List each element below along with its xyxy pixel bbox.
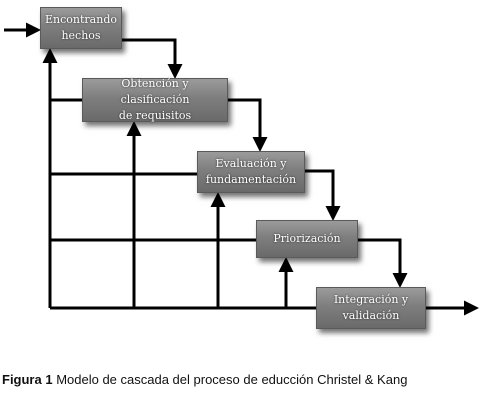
step-encontrando-hechos: Encontrando hechos: [40, 7, 122, 49]
step-2-line-2: de requisitos: [118, 109, 192, 122]
figure-caption: Figura 1 Modelo de cascada del proceso d…: [2, 372, 407, 387]
flow-arrow-3: [305, 169, 341, 221]
step-1-line-1: Encontrando: [45, 13, 117, 26]
flow-arrow-1: [122, 38, 183, 79]
step-3-line-2: fundamentación: [205, 173, 297, 186]
step-obtencion-clasificacion: Obtención y clasificación de requisitos: [82, 77, 228, 122]
step-5-line-1: Integración y: [333, 293, 409, 306]
figure-caption-text: Modelo de cascada del proceso de educció…: [56, 372, 408, 387]
flow-arrow-4: [358, 238, 408, 288]
step-2-line-1: Obtención y clasificación: [120, 77, 190, 106]
step-evaluacion-fundamentacion: Evaluación y fundamentación: [197, 151, 305, 193]
step-1-line-2: hechos: [61, 29, 101, 42]
step-4-line-1: Priorización: [273, 232, 341, 245]
step-integracion-validacion: Integración y validación: [316, 287, 426, 329]
step-5-line-2: validación: [342, 309, 400, 322]
step-priorizacion: Priorización: [256, 220, 358, 258]
waterfall-diagram: [4, 22, 479, 316]
flow-arrow-2: [228, 98, 268, 152]
step-3-line-1: Evaluación y: [215, 157, 287, 170]
figure-label: Figura 1: [2, 372, 53, 387]
